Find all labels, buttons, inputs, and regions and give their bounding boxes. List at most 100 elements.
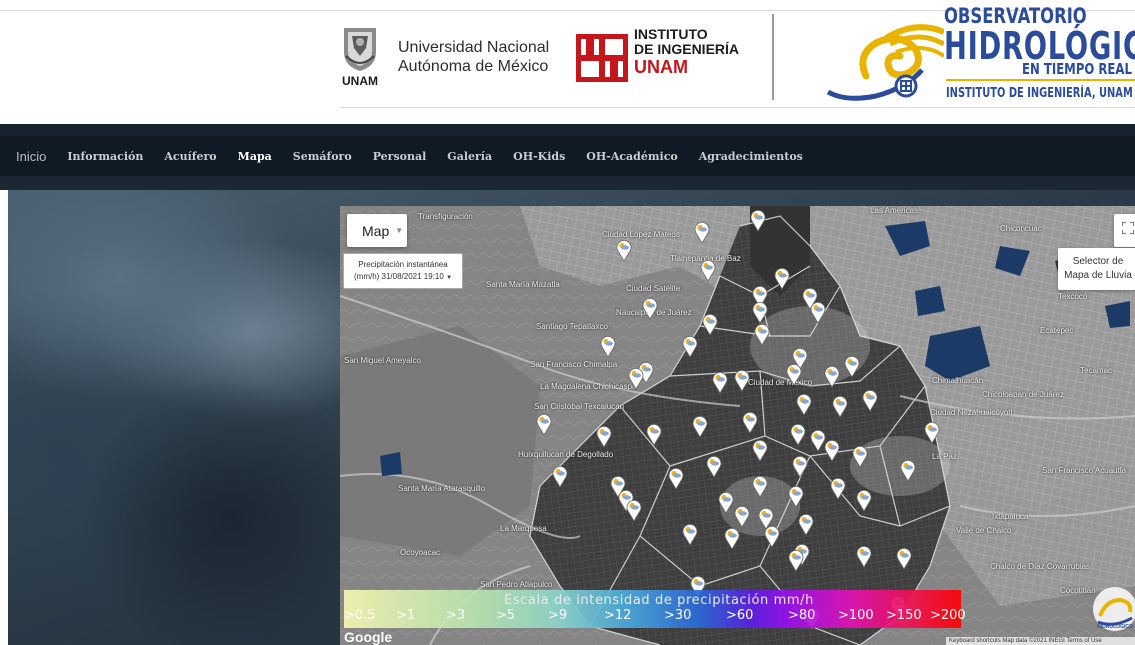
nav-item-informacion[interactable]: Información bbox=[67, 149, 144, 163]
unam-crest-logo[interactable]: UNAM bbox=[336, 26, 384, 88]
rain-gauge-marker-icon[interactable] bbox=[861, 388, 879, 412]
nav-item-galeria[interactable]: Galería bbox=[447, 149, 493, 163]
university-name[interactable]: Universidad Nacional Autónoma de México bbox=[398, 38, 568, 76]
map-type-button[interactable]: Map ▼ bbox=[347, 214, 407, 247]
rain-map-selector-button[interactable]: Selector de Mapa de Lluvia bbox=[1058, 248, 1135, 290]
rain-gauge-marker-icon[interactable] bbox=[733, 368, 751, 392]
rain-gauge-marker-icon[interactable] bbox=[733, 504, 751, 528]
rain-gauge-marker-icon[interactable] bbox=[625, 498, 643, 522]
rain-gauge-marker-icon[interactable] bbox=[681, 334, 699, 358]
rain-gauge-marker-icon[interactable] bbox=[691, 414, 709, 438]
scale-label: >3 bbox=[446, 608, 466, 623]
rain-gauge-marker-icon[interactable] bbox=[763, 524, 781, 548]
rain-gauge-marker-icon[interactable] bbox=[851, 444, 869, 468]
rain-gauge-marker-icon[interactable] bbox=[741, 410, 759, 434]
map-place-label: Ixtapaluca bbox=[992, 512, 1029, 521]
rain-gauge-marker-icon[interactable] bbox=[609, 474, 627, 498]
nav-item-acuifero[interactable]: Acuífero bbox=[164, 149, 217, 163]
rain-gauge-marker-icon[interactable] bbox=[831, 394, 849, 418]
rain-gauge-marker-icon[interactable] bbox=[595, 424, 613, 448]
rain-gauge-marker-icon[interactable] bbox=[855, 488, 873, 512]
rain-gauge-marker-icon[interactable] bbox=[627, 366, 645, 390]
rain-gauge-marker-icon[interactable] bbox=[717, 490, 735, 514]
nav-item-semaforo[interactable]: Semáforo bbox=[292, 149, 352, 163]
nav-item-inicio[interactable]: Inicio bbox=[16, 148, 47, 164]
rain-gauge-marker-icon[interactable] bbox=[823, 438, 841, 462]
observatorio-title-line3: EN TIEMPO REAL bbox=[1022, 60, 1132, 78]
nav-item-mapa[interactable]: Mapa bbox=[237, 149, 272, 163]
scale-label: >60 bbox=[726, 608, 754, 623]
scale-label: >1 bbox=[396, 608, 416, 623]
rain-gauge-marker-icon[interactable] bbox=[723, 526, 741, 550]
rain-gauge-marker-icon[interactable] bbox=[711, 370, 729, 394]
map-place-label: Chicoloapan de Juárez bbox=[982, 390, 1064, 399]
nav-item-oh-kids[interactable]: OH-Kids bbox=[513, 149, 566, 163]
nav-item-personal[interactable]: Personal bbox=[372, 149, 427, 163]
rain-gauge-marker-icon[interactable] bbox=[791, 346, 809, 370]
rain-gauge-marker-icon[interactable] bbox=[757, 506, 775, 530]
rain-gauge-marker-icon[interactable] bbox=[809, 428, 827, 452]
institute-line1: INSTITUTO bbox=[634, 26, 708, 42]
rain-gauge-marker-icon[interactable] bbox=[681, 522, 699, 546]
rain-gauge-marker-icon[interactable] bbox=[787, 484, 805, 508]
main-navbar: Inicio Información Acuífero Mapa Semáfor… bbox=[0, 124, 1135, 176]
map-type-label: Map bbox=[362, 222, 390, 239]
rain-gauge-marker-icon[interactable] bbox=[797, 512, 815, 536]
rain-gauge-marker-icon[interactable] bbox=[599, 334, 617, 358]
precipitation-timestamp-select[interactable]: Precipitación instantánea (mm/h) 31/08/2… bbox=[343, 253, 463, 289]
map-place-label: Ciudad Satélite bbox=[626, 284, 681, 293]
rain-gauge-marker-icon[interactable] bbox=[753, 322, 771, 346]
rain-gauge-marker-icon[interactable] bbox=[809, 300, 827, 324]
instituto-ingenieria-name[interactable]: INSTITUTO DE INGENIERÍA UNAM bbox=[634, 26, 764, 78]
rain-gauge-marker-icon[interactable] bbox=[701, 312, 719, 336]
instituto-ingenieria-logo-icon[interactable] bbox=[576, 34, 628, 82]
rain-gauge-marker-icon[interactable] bbox=[617, 488, 635, 512]
map-place-label: Las Américas bbox=[870, 206, 919, 215]
rain-gauge-marker-icon[interactable] bbox=[801, 286, 819, 310]
google-logo[interactable]: Google bbox=[344, 629, 393, 645]
rain-gauge-marker-icon[interactable] bbox=[899, 458, 917, 482]
rain-gauge-marker-icon[interactable] bbox=[751, 474, 769, 498]
rain-gauge-marker-icon[interactable] bbox=[689, 574, 707, 598]
fullscreen-button[interactable] bbox=[1114, 214, 1135, 247]
rain-gauge-marker-icon[interactable] bbox=[535, 412, 553, 436]
rain-gauge-marker-icon[interactable] bbox=[699, 258, 717, 282]
map-place-label: San Francisco Acuautla bbox=[1042, 466, 1127, 475]
rain-gauge-marker-icon[interactable] bbox=[645, 422, 663, 446]
rain-gauge-marker-icon[interactable] bbox=[749, 208, 767, 232]
rain-gauge-marker-icon[interactable] bbox=[751, 284, 769, 308]
rain-gauge-marker-icon[interactable] bbox=[895, 546, 913, 570]
rain-gauge-marker-icon[interactable] bbox=[615, 238, 633, 262]
rain-gauge-marker-icon[interactable] bbox=[693, 220, 711, 244]
rain-gauge-marker-icon[interactable] bbox=[789, 422, 807, 446]
rain-gauge-marker-icon[interactable] bbox=[829, 476, 847, 500]
map-place-label: Chimalhuacán bbox=[932, 376, 984, 385]
map-basemap bbox=[340, 206, 1135, 645]
rain-gauge-marker-icon[interactable] bbox=[785, 362, 803, 386]
rain-gauge-marker-icon[interactable] bbox=[923, 420, 941, 444]
map-place-label: Santa María Mazatla bbox=[486, 280, 560, 289]
rain-gauge-marker-icon[interactable] bbox=[641, 296, 659, 320]
rain-gauge-marker-icon[interactable] bbox=[787, 548, 805, 572]
rain-gauge-marker-icon[interactable] bbox=[667, 466, 685, 490]
rain-gauge-marker-icon[interactable] bbox=[843, 354, 861, 378]
rain-gauge-marker-icon[interactable] bbox=[751, 438, 769, 462]
rain-gauge-marker-icon[interactable] bbox=[855, 544, 873, 568]
observatorio-wave-logo-icon[interactable] bbox=[826, 14, 944, 102]
map-place-label: Valle de Chalco bbox=[956, 526, 1012, 535]
nav-item-oh-academico[interactable]: OH-Académico bbox=[586, 149, 678, 163]
map-place-label: Ciudad López Mateos bbox=[602, 230, 680, 239]
nav-item-agradecimientos[interactable]: Agradecimientos bbox=[698, 149, 803, 163]
rain-gauge-marker-icon[interactable] bbox=[751, 300, 769, 324]
map-attribution[interactable]: Keyboard shortcuts Map data ©2021 INEGI … bbox=[946, 637, 1135, 645]
scale-label: >5 bbox=[496, 608, 516, 623]
rain-gauge-marker-icon[interactable] bbox=[551, 464, 569, 488]
rain-gauge-marker-icon[interactable] bbox=[773, 266, 791, 290]
map-place-label: Santa María Atarasquillo bbox=[398, 484, 486, 493]
rain-gauge-marker-icon[interactable] bbox=[705, 454, 723, 478]
institute-line2: DE INGENIERÍA bbox=[634, 41, 740, 57]
rain-gauge-marker-icon[interactable] bbox=[791, 454, 809, 478]
rain-gauge-marker-icon[interactable] bbox=[823, 364, 841, 388]
rain-gauge-marker-icon[interactable] bbox=[795, 392, 813, 416]
